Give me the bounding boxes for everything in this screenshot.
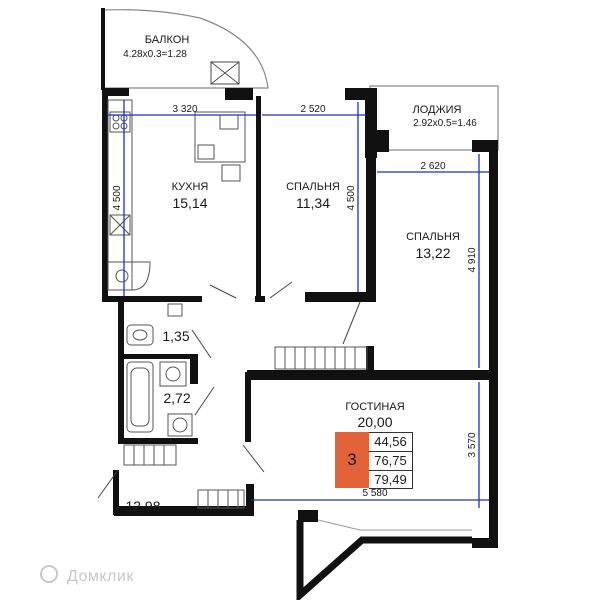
bedroom1-area: 11,34 xyxy=(296,195,330,211)
area-values: 44,56 76,75 79,49 xyxy=(369,432,413,489)
living-area: 20,00 xyxy=(357,414,392,430)
total-with-balcony-value: 79,49 xyxy=(374,472,407,487)
loggia-name: ЛОДЖИЯ xyxy=(413,104,462,116)
bedroom1-name: СПАЛЬНЯ xyxy=(286,181,340,193)
bedroom1-height-dim: 4 500 xyxy=(346,185,357,210)
bedroom2-area: 13,22 xyxy=(415,245,450,261)
walls xyxy=(102,88,498,548)
living-height-dim: 3 570 xyxy=(467,432,478,457)
living-width-dim: 5 580 xyxy=(362,488,387,499)
loggia-size: 2.92x0.5=1.46 xyxy=(413,118,477,129)
living-area-value: 44,56 xyxy=(369,433,412,452)
total-area-value: 76,75 xyxy=(369,452,412,471)
rooms-count: 3 xyxy=(347,450,357,469)
rooms-count-badge: 3 xyxy=(335,432,369,488)
balcony-size: 4.28x0.3=1.28 xyxy=(123,49,187,60)
bay-window xyxy=(296,519,472,600)
bedroom2-height-dim: 4 910 xyxy=(467,247,478,272)
area-summary: 3 44,56 76,75 79,49 xyxy=(335,432,413,489)
bedroom2-name: СПАЛЬНЯ xyxy=(406,231,460,243)
living-name: ГОСТИНАЯ xyxy=(345,401,404,413)
watermark-logo-icon xyxy=(40,565,58,583)
bedroom2-width-dim: 2 620 xyxy=(420,161,445,172)
watermark-text: Домклик xyxy=(66,568,134,585)
wc-area: 1,35 xyxy=(162,328,189,344)
kitchen-width-dim: 3 320 xyxy=(172,104,197,115)
hall-area: 12,98 xyxy=(125,498,160,514)
dimension-lines xyxy=(108,100,489,508)
radiators xyxy=(123,346,368,509)
balcony-name: БАЛКОН xyxy=(145,34,190,46)
kitchen-height-dim: 4 500 xyxy=(112,185,123,210)
kitchen-furniture xyxy=(107,99,246,291)
doors xyxy=(97,281,361,499)
bedroom1-width-dim: 2 520 xyxy=(300,104,325,115)
kitchen-area: 15,14 xyxy=(172,195,207,211)
bath-fixtures xyxy=(126,303,193,437)
bath-area: 2,72 xyxy=(163,390,190,406)
kitchen-name: КУХНЯ xyxy=(172,181,209,193)
balcony xyxy=(101,8,269,90)
watermark: Домклик xyxy=(40,565,134,586)
